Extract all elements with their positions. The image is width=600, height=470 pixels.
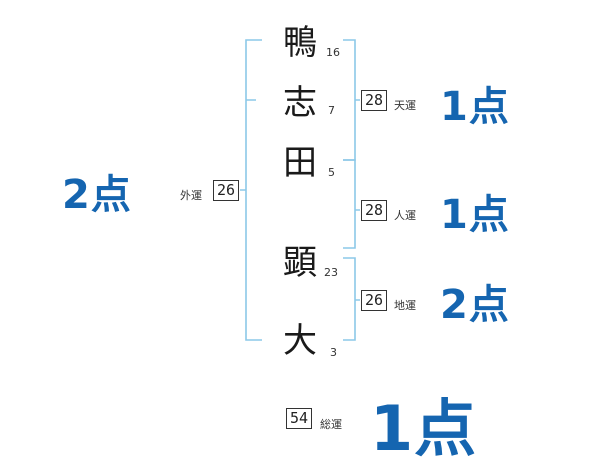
- outer-value-box: 26: [213, 180, 239, 201]
- stroke-count-4: 23: [324, 266, 338, 279]
- name-char-3: 田: [283, 143, 317, 183]
- name-char-5: 大: [283, 321, 317, 361]
- total-score: 1点: [370, 392, 478, 465]
- outer-bracket: [240, 39, 262, 341]
- heaven-bracket: [343, 39, 360, 161]
- name-char-4: 顕: [283, 243, 317, 283]
- heaven-score: 1点: [440, 84, 510, 130]
- earth-label: 地運: [394, 299, 416, 312]
- outer-score: 2点: [62, 172, 132, 218]
- person-score: 1点: [440, 192, 510, 238]
- total-value-box: 54: [286, 408, 312, 429]
- stroke-count-5: 3: [330, 346, 337, 359]
- earth-score: 2点: [440, 282, 510, 328]
- person-label: 人運: [394, 209, 416, 222]
- total-label: 総運: [320, 418, 342, 431]
- person-value-box: 28: [361, 200, 387, 221]
- stroke-count-2: 7: [328, 104, 335, 117]
- name-char-2: 志: [283, 83, 317, 123]
- stroke-count-1: 16: [326, 46, 340, 59]
- person-bracket: [343, 159, 360, 249]
- name-char-1: 鴨: [283, 23, 317, 63]
- stroke-count-3: 5: [328, 166, 335, 179]
- heaven-label: 天運: [394, 99, 416, 112]
- heaven-value-box: 28: [361, 90, 387, 111]
- outer-label: 外運: [180, 189, 202, 202]
- earth-bracket: [343, 257, 360, 341]
- earth-value-box: 26: [361, 290, 387, 311]
